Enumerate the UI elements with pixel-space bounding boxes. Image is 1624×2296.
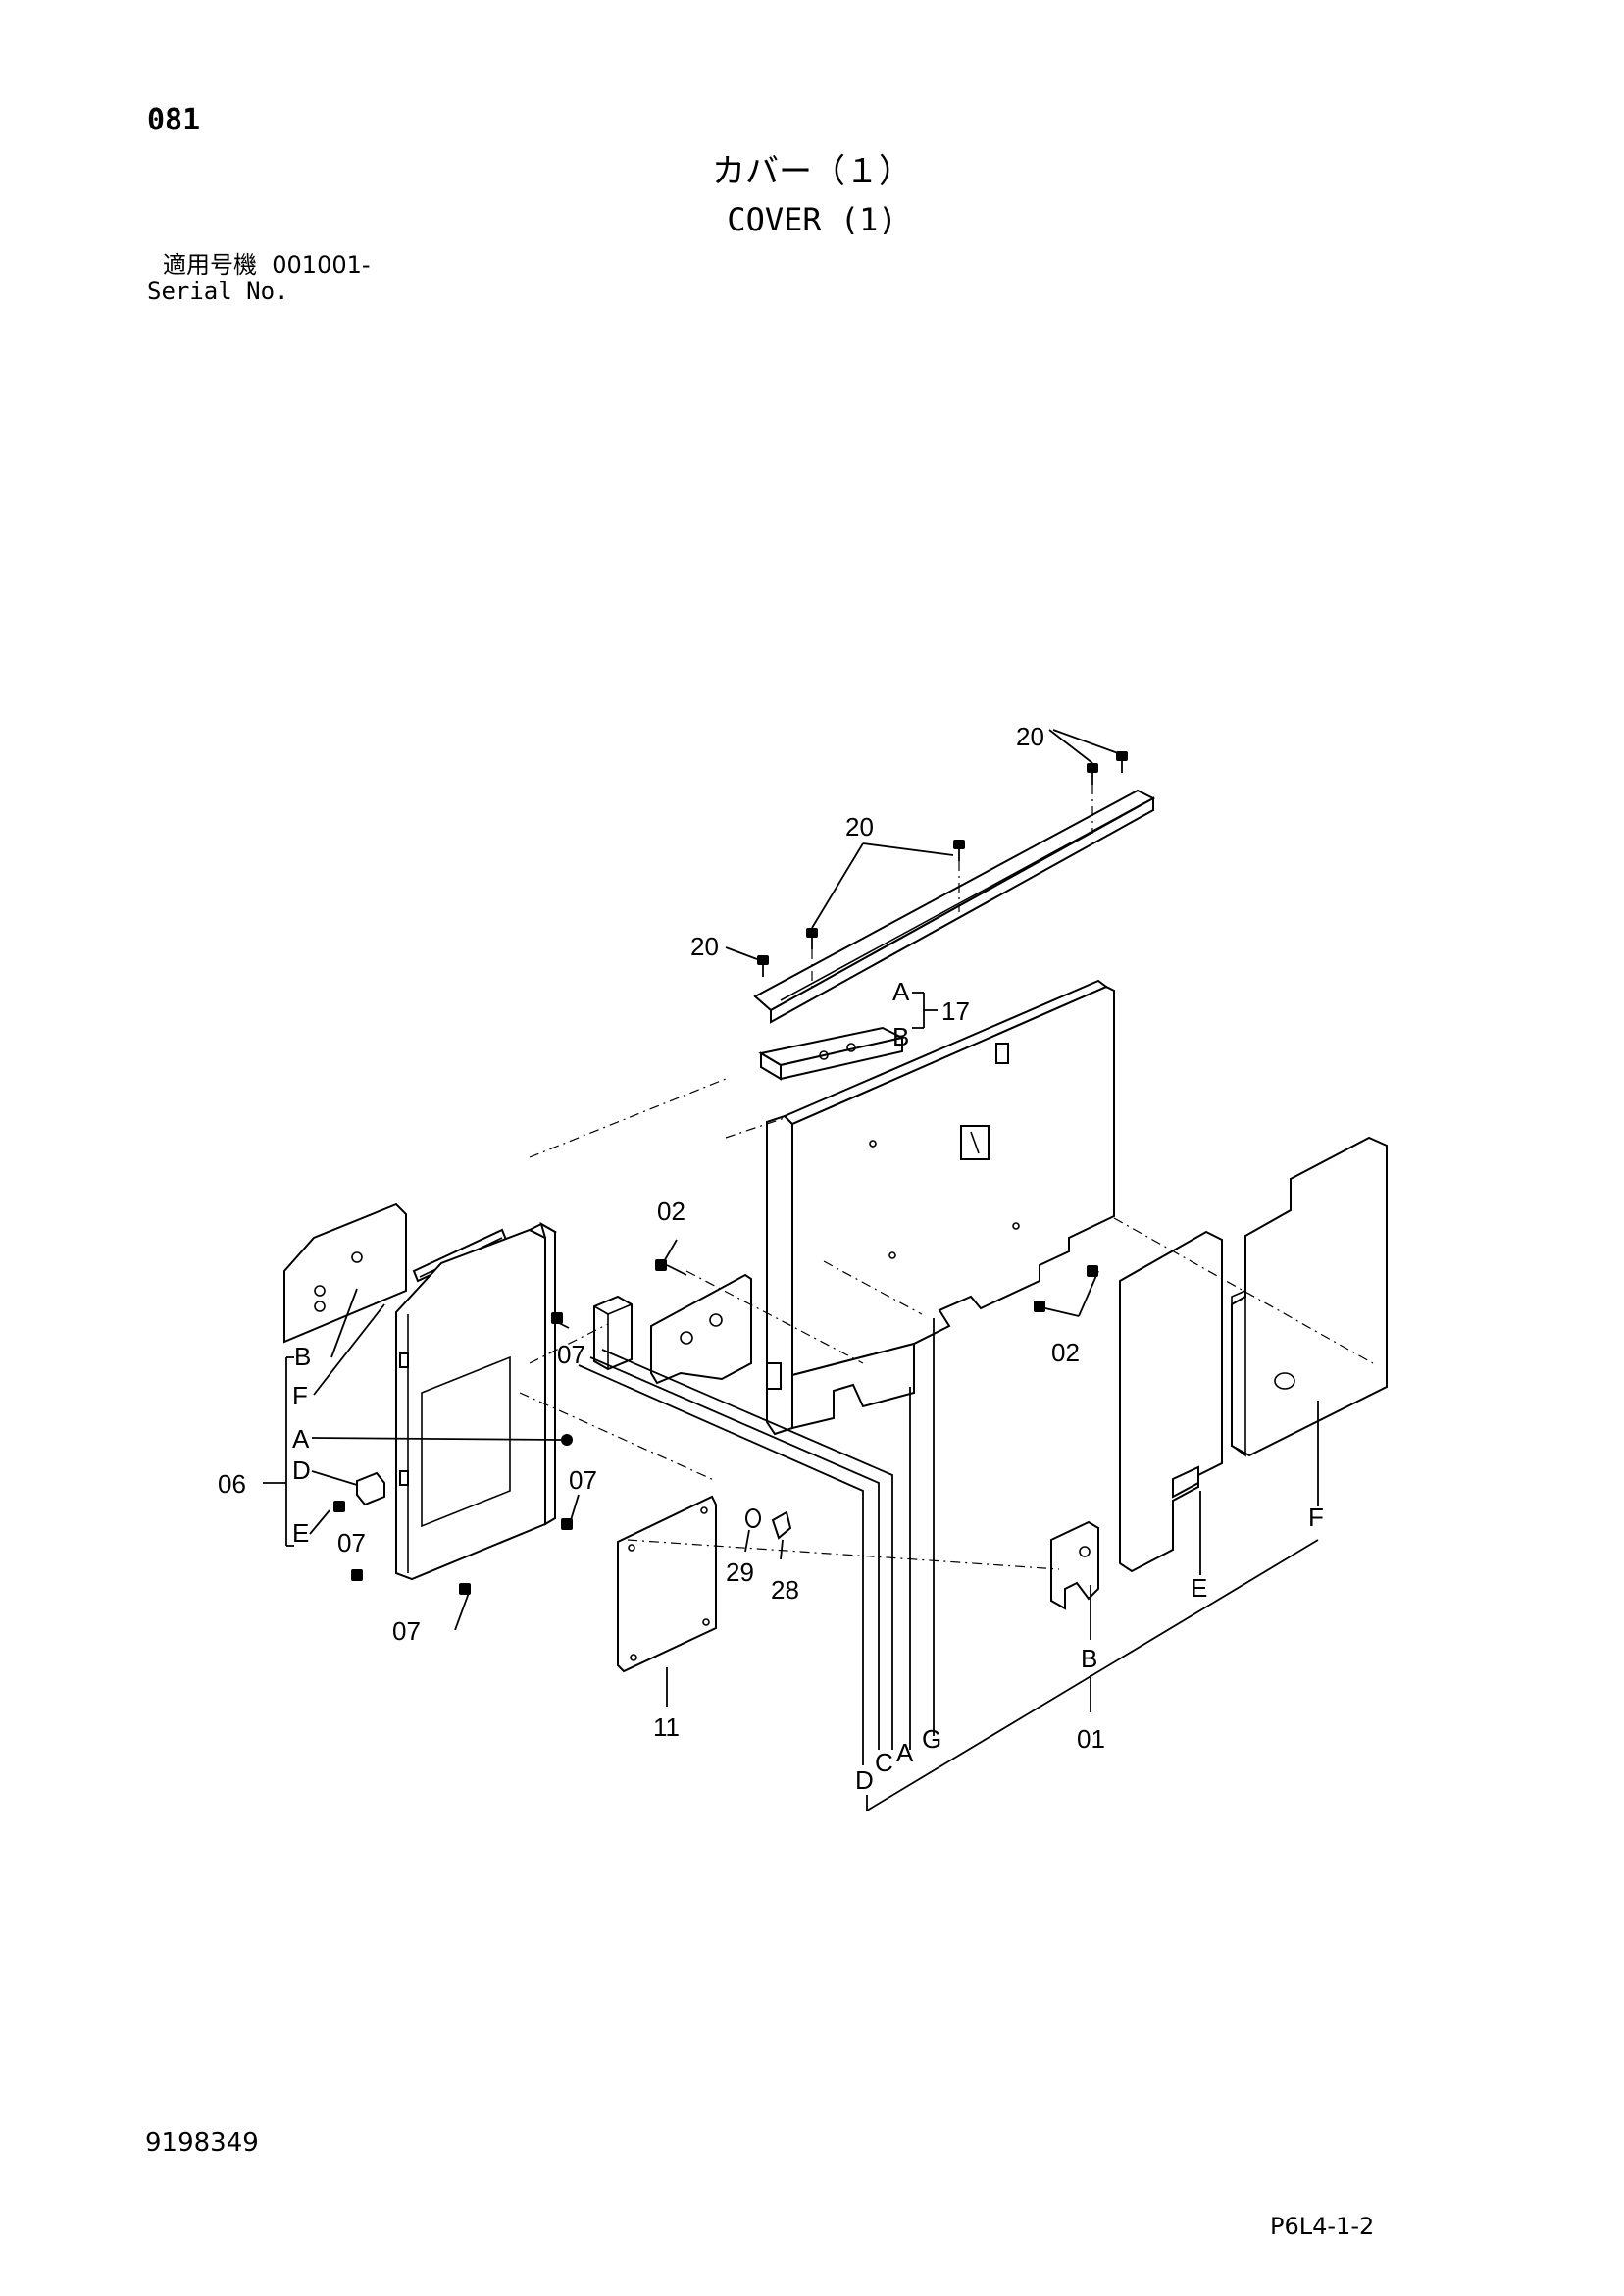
page-title-japanese: カバー（１） (712, 152, 912, 191)
callout-01-d: D (855, 1765, 874, 1795)
callout-06-d: D (292, 1455, 311, 1485)
callout-leaders (263, 729, 1319, 1811)
callout-01-c: C (875, 1748, 893, 1777)
callout-29: 29 (726, 1557, 754, 1587)
page-code: P6L4-1-2 (1270, 2213, 1375, 2240)
callout-20-top: 20 (1016, 722, 1044, 751)
callout-01-f: F (1308, 1503, 1324, 1532)
part-02-bracket (650, 1259, 1098, 1385)
serial-range: 001001- (272, 251, 371, 279)
callout-07-bottom: 07 (392, 1616, 421, 1646)
serial-applicability: 適用号機 001001- (163, 253, 371, 277)
page-number: 081 (147, 103, 201, 137)
bolts-20 (757, 751, 1128, 991)
callout-06-f: F (292, 1381, 308, 1410)
callout-28: 28 (771, 1575, 799, 1605)
callout-07-upper: 07 (557, 1340, 585, 1369)
callout-01-b: B (1081, 1644, 1097, 1673)
callout-01: 01 (1077, 1724, 1105, 1754)
callout-06-e: E (292, 1518, 309, 1548)
callout-01-e: E (1191, 1573, 1207, 1603)
serial-label-english: Serial No. (147, 278, 289, 305)
callout-02-left: 02 (657, 1197, 685, 1226)
callout-07-lower-left: 07 (337, 1528, 366, 1557)
part-06-side-cover (283, 1078, 727, 1595)
callout-06-b: B (294, 1342, 311, 1371)
callout-07-right: 07 (569, 1465, 597, 1495)
callout-20-left: 20 (690, 932, 719, 961)
callout-labels: 20 20 20 A 17 B 02 02 07 07 07 07 06 B F… (218, 722, 1324, 1795)
callout-06: 06 (218, 1469, 246, 1499)
callout-02-right: 02 (1051, 1338, 1080, 1367)
drawing-number: 9198349 (145, 2128, 259, 2158)
spacer-block (593, 1295, 633, 1371)
part-11-cover-plate (617, 1495, 792, 1673)
callout-20-middle: 20 (845, 812, 874, 842)
callout-17: 17 (941, 996, 970, 1026)
serial-label-japanese: 適用号機 (163, 251, 257, 279)
callout-17-a: A (892, 977, 910, 1006)
callout-11: 11 (653, 1712, 680, 1742)
callout-06-a: A (292, 1424, 310, 1454)
part-01-cover-set (627, 1136, 1388, 1610)
callout-01-g: G (922, 1724, 941, 1754)
rear-panel (725, 979, 1115, 1436)
callout-17-b: B (892, 1022, 909, 1051)
callout-01-a: A (896, 1738, 914, 1767)
page-title-english: COVER (1) (727, 201, 897, 238)
part-17-top-rail (753, 789, 1156, 1081)
